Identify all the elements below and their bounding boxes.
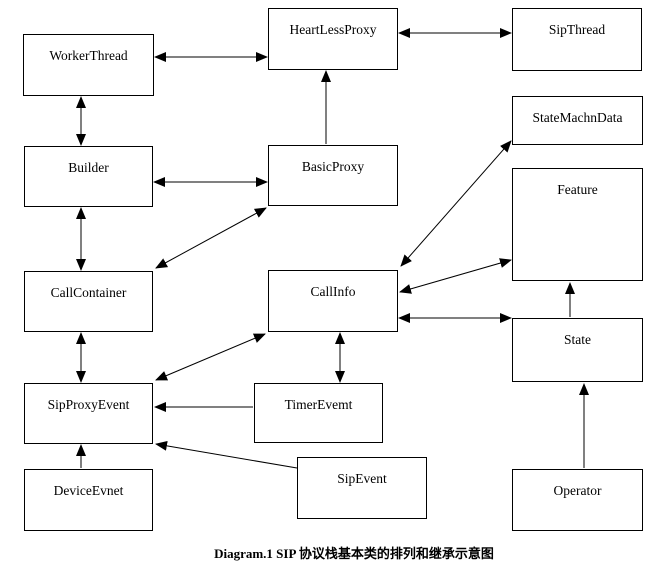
node-basic-proxy: BasicProxy xyxy=(268,145,398,206)
node-heartless-proxy: HeartLessProxy xyxy=(268,8,398,70)
node-label-timer-evemt: TimerEvemt xyxy=(284,397,353,412)
node-label-sip-event: SipEvent xyxy=(337,471,387,486)
node-label-sip-proxy-event: SipProxyEvent xyxy=(47,397,130,412)
edge-sipproxyevent-callinfo xyxy=(155,333,266,381)
node-call-info: CallInfo xyxy=(268,270,398,332)
node-state: State xyxy=(512,318,643,382)
node-label-basic-proxy: BasicProxy xyxy=(301,159,365,174)
node-call-container: CallContainer xyxy=(24,271,153,332)
node-label-feature: Feature xyxy=(557,182,598,197)
node-label-heartless-proxy: HeartLessProxy xyxy=(289,22,377,37)
node-worker-thread: WorkerThread xyxy=(23,34,154,96)
node-sip-event: SipEvent xyxy=(297,457,427,519)
node-label-call-info: CallInfo xyxy=(310,284,356,299)
node-timer-evemt: TimerEvemt xyxy=(254,383,383,443)
edge-callcontainer-basicproxy xyxy=(155,207,267,269)
node-label-state: State xyxy=(564,332,591,347)
node-label-builder: Builder xyxy=(68,160,109,175)
diagram-caption: Diagram.1 SIP 协议栈基本类的排列和继承示意图 xyxy=(214,546,494,561)
node-device-evnet: DeviceEvnet xyxy=(24,469,153,531)
node-state-machn-data: StateMachnData xyxy=(512,96,643,145)
node-label-worker-thread: WorkerThread xyxy=(49,48,128,63)
node-label-device-evnet: DeviceEvnet xyxy=(53,483,124,498)
node-feature: Feature xyxy=(512,168,643,281)
node-label-sip-thread: SipThread xyxy=(548,22,606,37)
node-sip-thread: SipThread xyxy=(512,8,642,71)
node-label-state-machn-data: StateMachnData xyxy=(532,110,623,125)
node-label-call-container: CallContainer xyxy=(50,285,127,300)
edge-callinfo-feature xyxy=(399,258,512,294)
node-operator: Operator xyxy=(512,469,643,531)
node-sip-proxy-event: SipProxyEvent xyxy=(24,383,153,444)
node-builder: Builder xyxy=(24,146,153,207)
node-label-operator: Operator xyxy=(553,483,602,498)
edge-sipevent-sipproxyevent xyxy=(155,440,298,469)
edge-callinfo-statemachndata xyxy=(400,140,512,267)
